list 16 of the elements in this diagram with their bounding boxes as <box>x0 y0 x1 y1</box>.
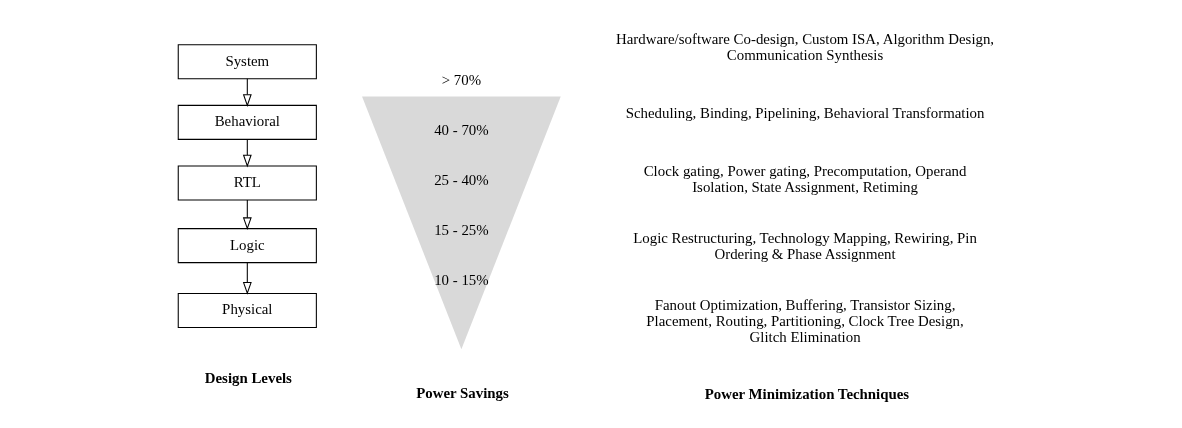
label: Hardware/software Co-design, Custom ISA, Algorithm Design, Communication Synthesis <box>616 30 995 63</box>
label: Power Minimization Techniques <box>704 386 910 403</box>
node-box: System <box>177 44 317 80</box>
node-box: RTL <box>177 165 317 201</box>
label: Scheduling, Binding, Pipelining, Behavioral Transformation <box>625 104 985 121</box>
arrow <box>242 138 252 168</box>
node-box: Behavioral <box>177 104 317 140</box>
label: Design Levels <box>204 370 292 387</box>
label: Fanout Optimization, Buffering, Transistor Sizing, Placement, Routing, Partitioning, Clock Tree Design, Glitch Elimination <box>646 297 964 345</box>
label: Power Savings <box>416 385 509 402</box>
node-box: Logic <box>177 228 317 264</box>
node-box: Physical <box>177 292 317 328</box>
label: Clock gating, Power gating, Precomputation, Operand Isolation, State Assignment, Retiming <box>643 162 967 195</box>
node-label: > 70% <box>441 71 482 88</box>
arrow <box>242 262 252 295</box>
label: Logic Restructuring, Technology Mapping, Rewiring, Pin Ordering & Phase Assignment <box>633 229 977 262</box>
